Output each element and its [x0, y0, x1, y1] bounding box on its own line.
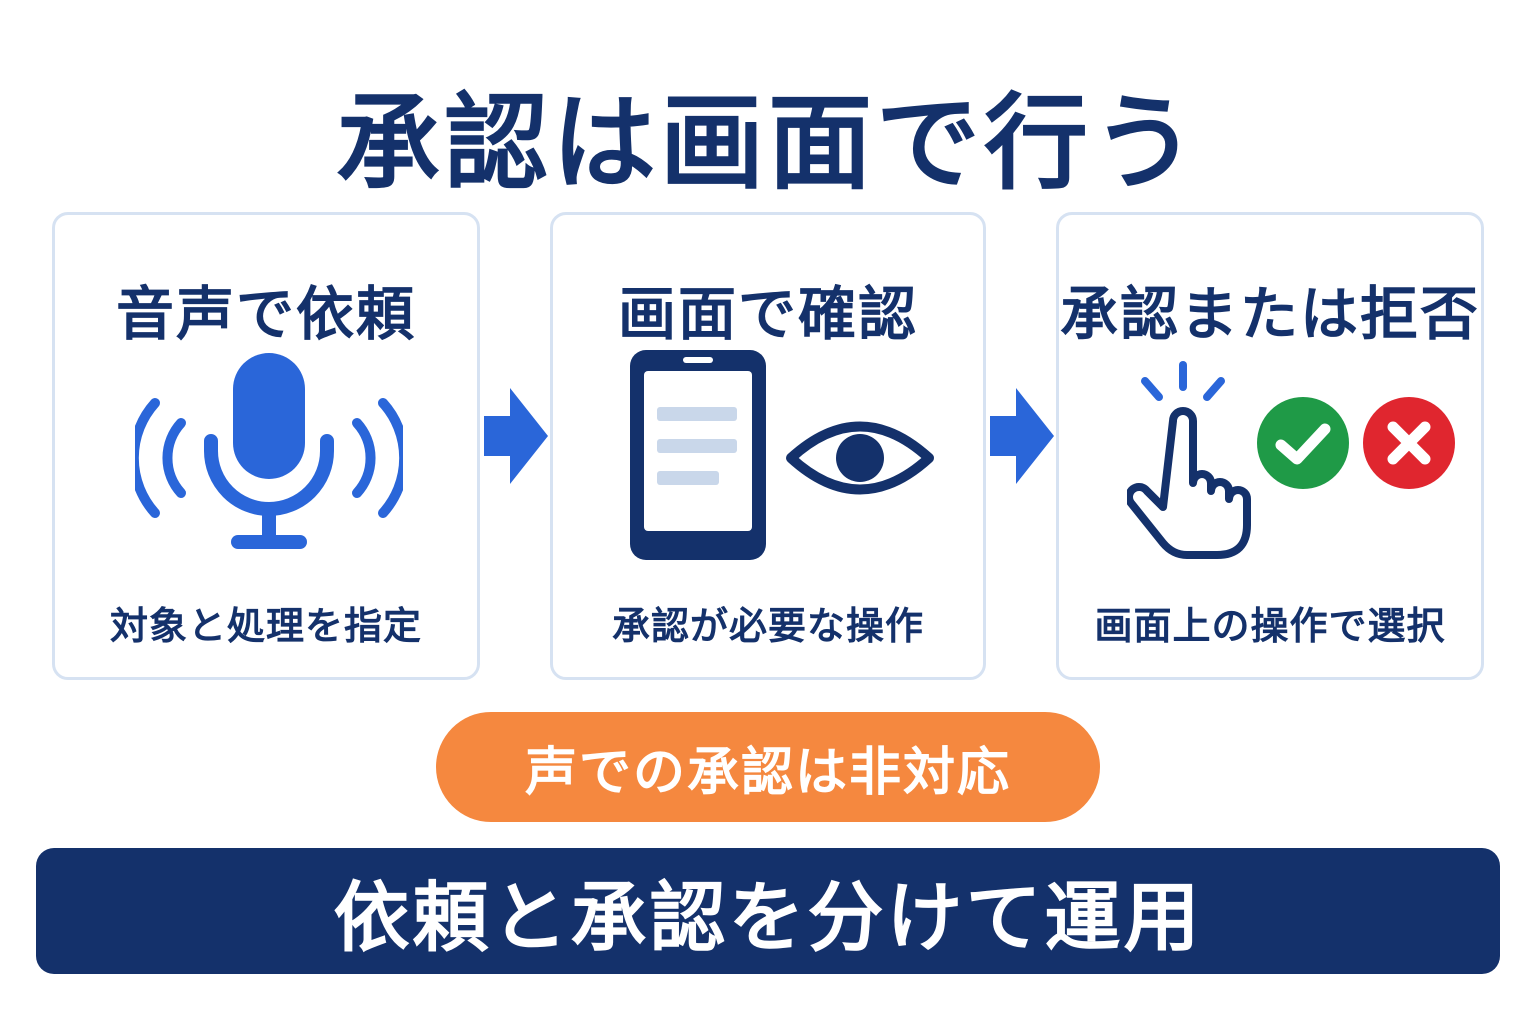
smartphone-icon — [630, 350, 766, 560]
footer-banner: 依頼と承認を分けて運用 — [36, 848, 1500, 974]
notice-pill: 声での承認は非対応 — [436, 712, 1100, 822]
cross-circle-icon — [1363, 397, 1455, 489]
tap-hand-icon — [1127, 361, 1251, 559]
page-title: 承認は画面で行う — [335, 82, 1200, 204]
step-title: 承認または拒否 — [1059, 280, 1480, 348]
step-title: 画面で確認 — [617, 280, 918, 348]
step-card-voice-request: 音声で依頼 対象と処理を指定 — [52, 212, 480, 680]
step-caption: 対象と処理を指定 — [109, 604, 422, 648]
arrow-right-icon — [484, 388, 548, 484]
step-card-approve-reject: 承認または拒否 画面上の操作で選択 — [1056, 212, 1484, 680]
step-title: 音声で依頼 — [115, 280, 416, 348]
arrow-right-icon — [990, 388, 1054, 484]
microphone-icon — [135, 353, 403, 549]
step-caption: 画面上の操作で選択 — [1094, 604, 1446, 648]
check-circle-icon — [1257, 397, 1349, 489]
eye-icon — [786, 421, 934, 495]
step-caption: 承認が必要な操作 — [611, 604, 924, 648]
step-card-screen-check: 画面で確認 承認が必要な操作 — [550, 212, 986, 680]
